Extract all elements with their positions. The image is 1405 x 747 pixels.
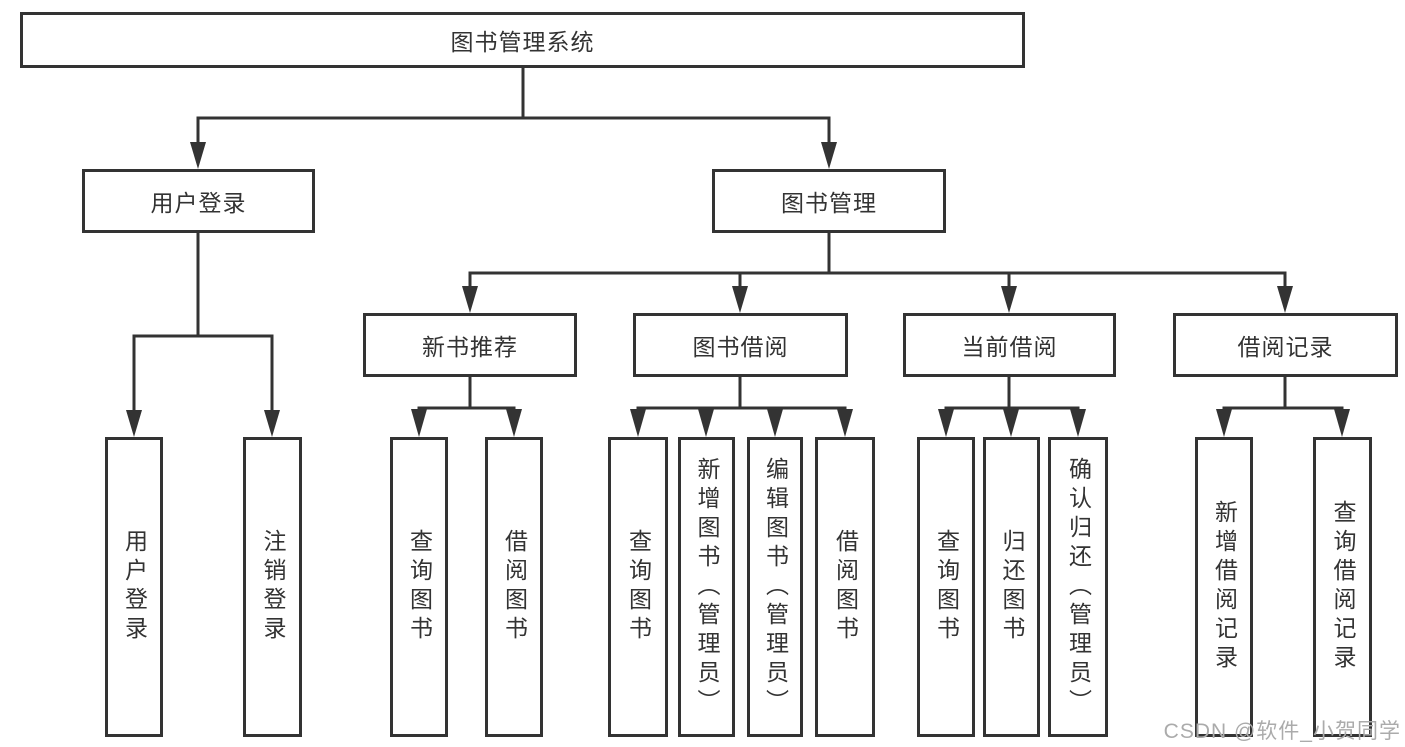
arrow-current-borrow xyxy=(1001,286,1017,313)
arrow-leaf-borrow-book-a xyxy=(506,409,522,437)
arrowheads xyxy=(126,142,1350,437)
arrow-leaf-query-borrow-record xyxy=(1334,409,1350,437)
arrow-leaf-add-borrow-record xyxy=(1216,409,1232,437)
arrow-leaf-borrow-book-b xyxy=(837,409,853,437)
arrow-book-borrow xyxy=(732,286,748,313)
leaf-confirm-return-admin: 确认归还（管理员） xyxy=(1048,437,1108,737)
connector-paths xyxy=(132,68,1344,412)
leaf-add-books-admin: 新增图书（管理员） xyxy=(678,437,735,737)
arrow-leaf-edit-book xyxy=(767,409,783,437)
leaf-query-books-1: 查询图书 xyxy=(390,437,448,737)
arrow-borrow-records xyxy=(1277,286,1293,313)
arrow-leaf-user-login xyxy=(126,410,142,437)
node-book-borrowing: 图书借阅 xyxy=(633,313,848,377)
leaf-logout-login: 注销登录 xyxy=(243,437,302,737)
node-current-borrowing-label: 当前借阅 xyxy=(961,334,1058,360)
node-book-management-label: 图书管理 xyxy=(781,190,877,216)
leaf-user-login-label: 用户登录 xyxy=(121,529,148,645)
arrow-leaf-add-book xyxy=(698,409,714,437)
leaf-query-books-2-label: 查询图书 xyxy=(625,529,652,645)
arrow-user-login xyxy=(190,142,206,169)
arrow-leaf-query-book-b xyxy=(630,409,646,437)
arrow-leaf-return-book xyxy=(1003,409,1019,437)
leaf-borrow-books-2: 借阅图书 xyxy=(815,437,875,737)
node-current-borrowing: 当前借阅 xyxy=(903,313,1116,377)
arrow-book-mgmt xyxy=(821,142,837,169)
leaf-edit-books-admin: 编辑图书（管理员） xyxy=(747,437,803,737)
leaf-query-books-1-label: 查询图书 xyxy=(406,529,433,645)
leaf-user-login: 用户登录 xyxy=(105,437,163,737)
arrow-leaf-logout xyxy=(264,410,280,437)
arrow-leaf-confirm-return xyxy=(1070,409,1086,437)
node-user-login-label: 用户登录 xyxy=(150,190,247,216)
leaf-logout-login-label: 注销登录 xyxy=(260,529,286,645)
leaf-borrow-books-1: 借阅图书 xyxy=(485,437,543,737)
leaf-add-borrow-record-label: 新增借阅记录 xyxy=(1211,500,1238,674)
leaf-borrow-books-1-label: 借阅图书 xyxy=(501,529,528,645)
leaf-edit-books-admin-label: 编辑图书（管理员） xyxy=(762,456,789,718)
leaf-borrow-books-2-label: 借阅图书 xyxy=(832,529,859,645)
node-user-login: 用户登录 xyxy=(82,169,315,233)
leaf-return-books-label: 归还图书 xyxy=(999,529,1025,645)
node-book-borrowing-label: 图书借阅 xyxy=(692,334,789,360)
node-borrowing-records-label: 借阅记录 xyxy=(1237,334,1334,360)
node-root: 图书管理系统 xyxy=(20,12,1025,68)
leaf-query-books-3-label: 查询图书 xyxy=(933,529,960,645)
node-new-book-recommend: 新书推荐 xyxy=(363,313,577,377)
node-book-management: 图书管理 xyxy=(712,169,946,233)
leaf-query-borrow-record-label: 查询借阅记录 xyxy=(1330,500,1356,674)
leaf-add-books-admin-label: 新增图书（管理员） xyxy=(694,456,720,718)
leaf-confirm-return-admin-label: 确认归还（管理员） xyxy=(1065,456,1092,718)
node-borrowing-records: 借阅记录 xyxy=(1173,313,1398,377)
leaf-return-books: 归还图书 xyxy=(983,437,1040,737)
leaf-query-books-2: 查询图书 xyxy=(608,437,668,737)
arrow-leaf-query-book-a xyxy=(411,409,427,437)
arrow-leaf-query-book-c xyxy=(938,409,954,437)
leaf-query-borrow-record: 查询借阅记录 xyxy=(1313,437,1372,737)
leaf-query-books-3: 查询图书 xyxy=(917,437,975,737)
node-new-book-recommend-label: 新书推荐 xyxy=(422,334,518,360)
node-root-label: 图书管理系统 xyxy=(450,29,595,55)
leaf-add-borrow-record: 新增借阅记录 xyxy=(1195,437,1253,737)
arrow-new-book-rec xyxy=(462,286,478,313)
